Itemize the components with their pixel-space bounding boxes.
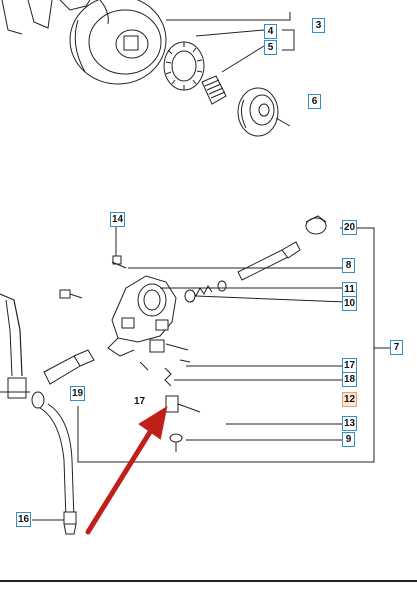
- callout-17: 17: [342, 358, 357, 373]
- callout-16: 16: [16, 512, 31, 527]
- callout-10: 10: [342, 296, 357, 311]
- label-17-unboxed: 17: [134, 396, 146, 407]
- callout-20: 20: [342, 220, 357, 235]
- callout-11: 11: [342, 282, 357, 297]
- callout-19: 19: [70, 386, 85, 401]
- callout-7: 7: [390, 340, 403, 355]
- red-pointer-arrow-icon: [85, 405, 168, 535]
- callout-9: 9: [342, 432, 355, 447]
- callout-18: 18: [342, 372, 357, 387]
- callout-6: 6: [308, 94, 321, 109]
- oil-pump-assembly: [0, 215, 392, 535]
- clutch-drum-assembly: [1, 0, 295, 137]
- callout-12: 12: [342, 392, 357, 407]
- callout-14: 14: [110, 212, 125, 227]
- callout-3: 3: [312, 18, 325, 33]
- bottom-divider: [0, 580, 417, 582]
- callout-5: 5: [264, 40, 277, 55]
- callout-4: 4: [264, 24, 277, 39]
- callout-13: 13: [342, 416, 357, 431]
- callout-8: 8: [342, 258, 355, 273]
